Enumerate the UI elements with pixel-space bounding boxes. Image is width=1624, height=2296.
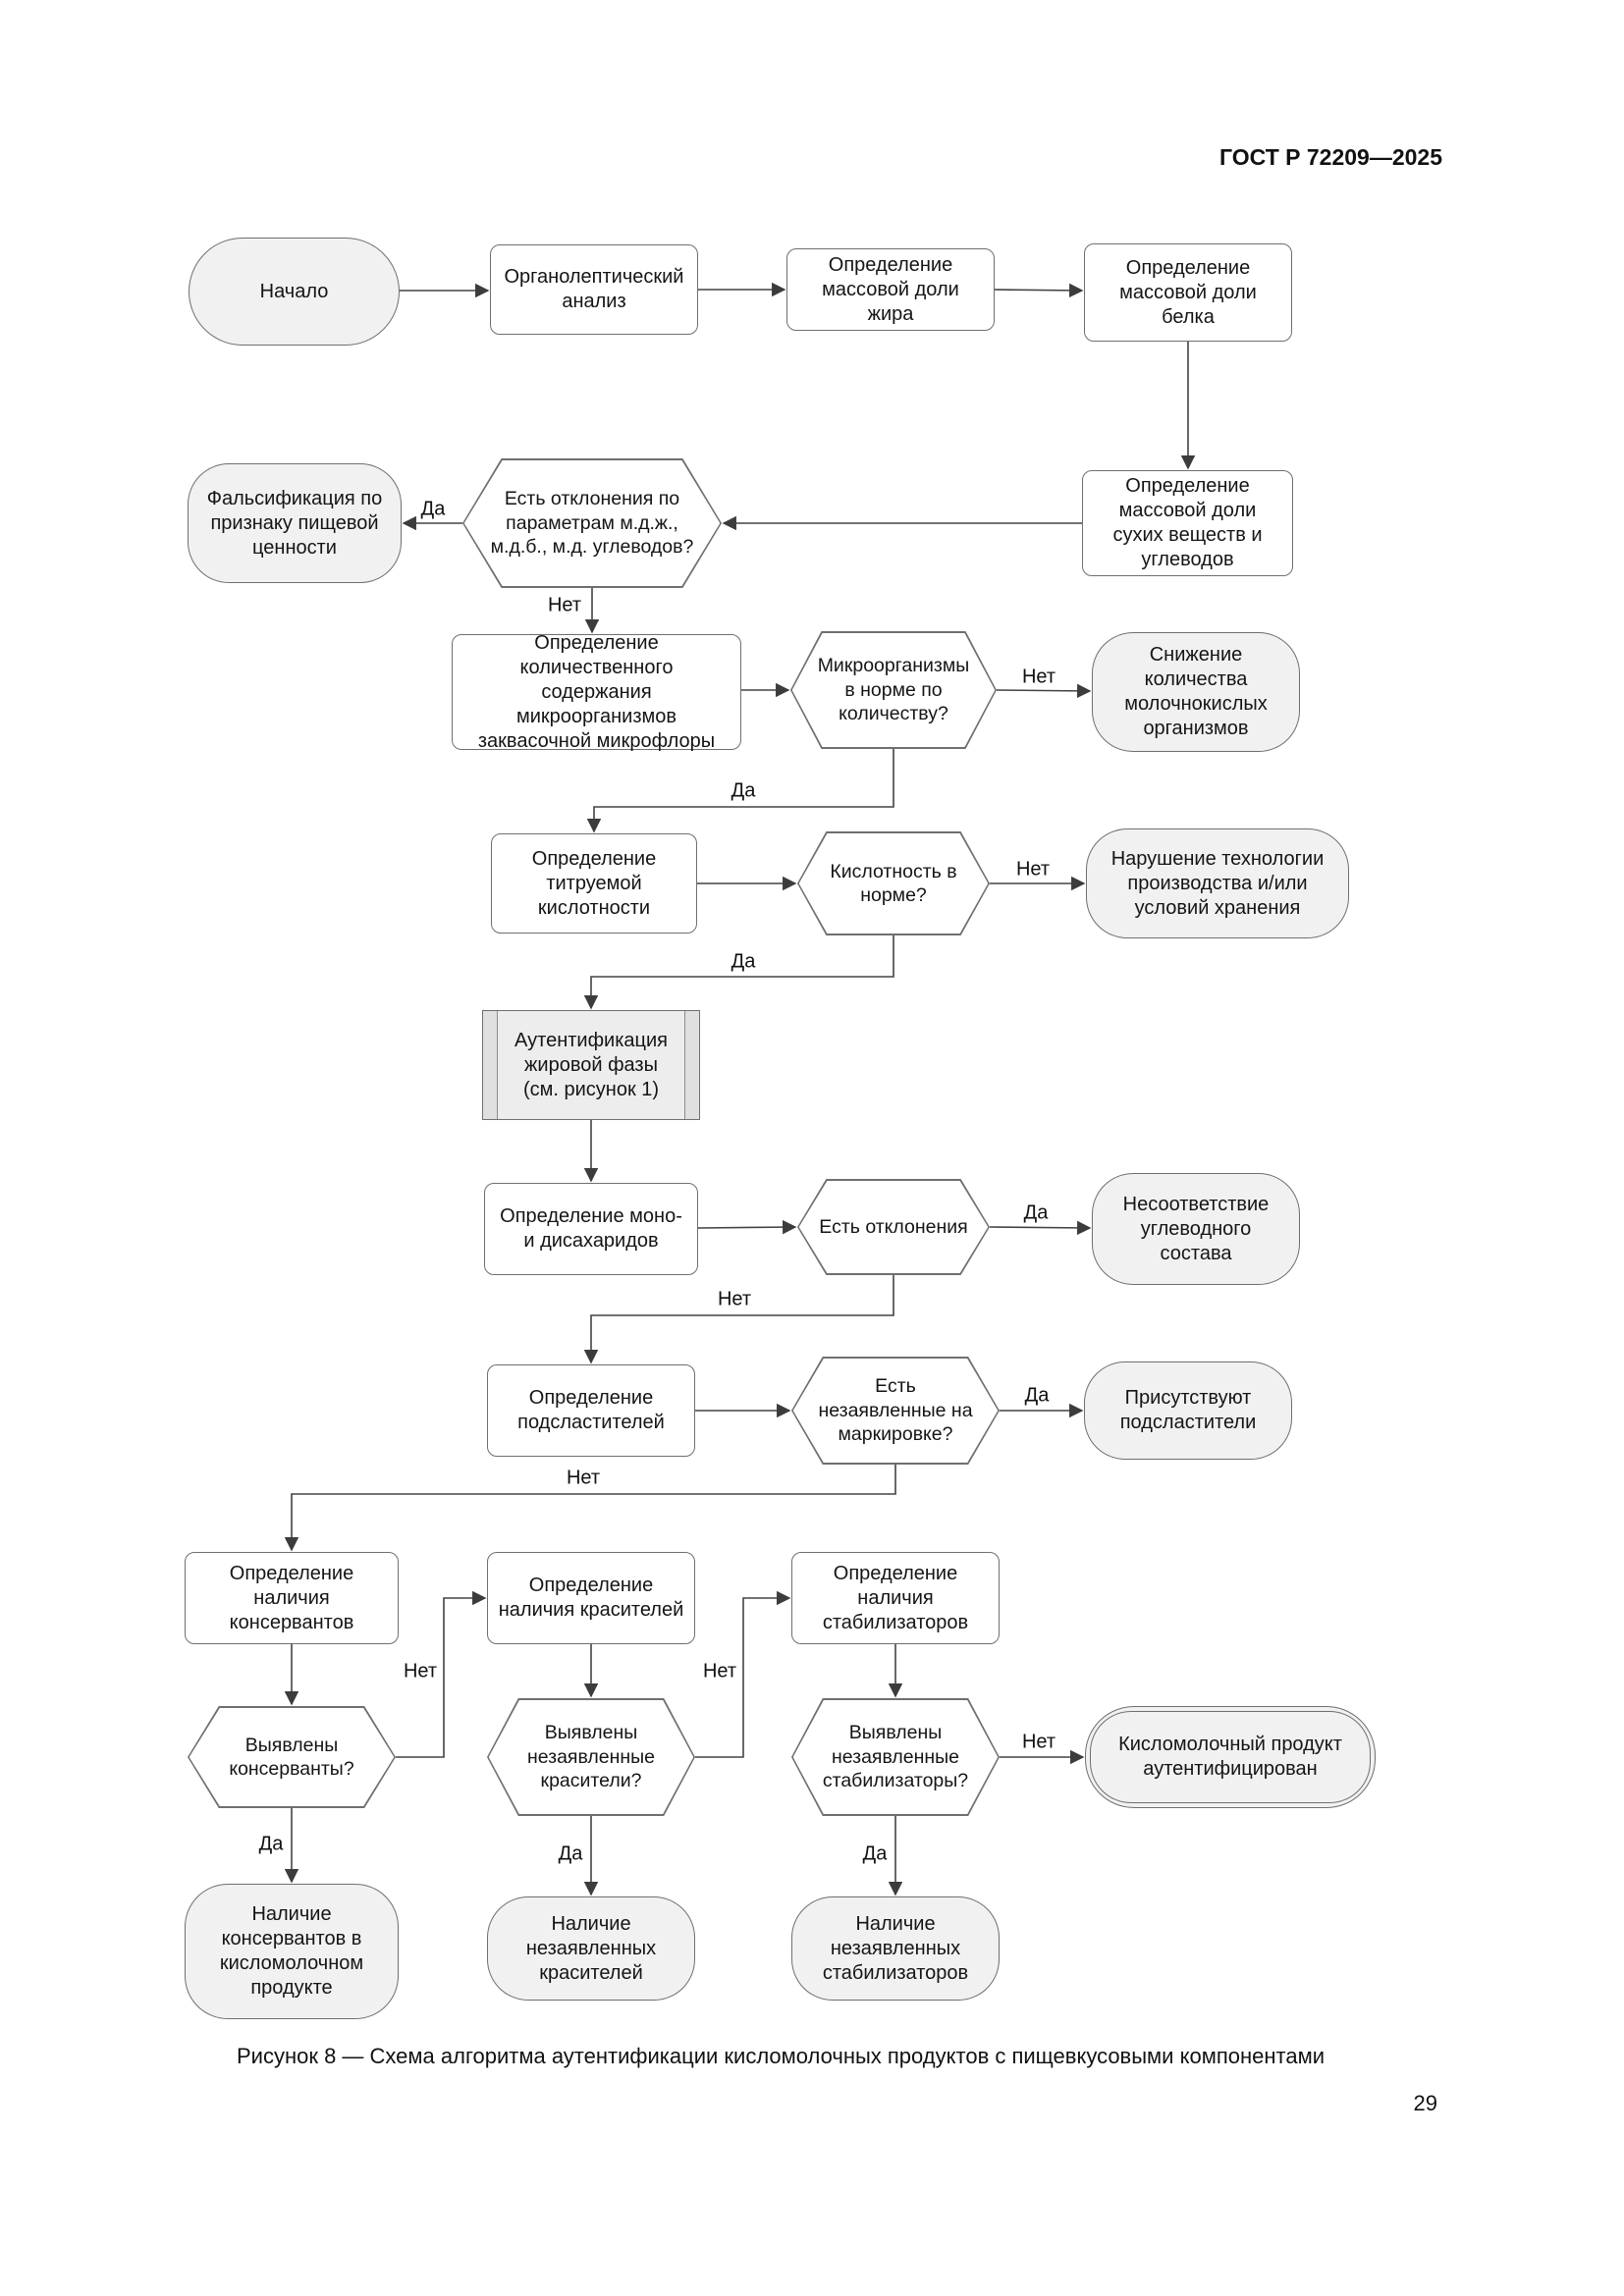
- edge-microdecision-reduction: [996, 683, 1092, 699]
- node-label: Наличие незаявленных красителей: [525, 1912, 657, 1984]
- node-sugars: Определение моно- и дисахаридов: [484, 1183, 698, 1275]
- hexagon-shape: Микроорганизмы в норме по количеству?: [791, 632, 996, 748]
- node-label: Определение моно- и дисахаридов: [500, 1205, 682, 1252]
- node-sugars-decision: Есть отклонения: [797, 1179, 990, 1275]
- edge-label-yes: Да: [558, 1842, 583, 1865]
- node-label: Наличие незаявленных стабилизаторов: [822, 1912, 969, 1984]
- node-authenticated: Кисломолочный продукт аутентифицирован: [1085, 1706, 1376, 1808]
- node-tech-violation: Нарушение технологии производства и/или …: [1086, 828, 1349, 938]
- node-preservatives: Определение наличия консервантов: [185, 1552, 399, 1644]
- edge-microdecision-acidity: [586, 749, 894, 833]
- hexagon-shape: Есть отклонения по параметрам м.д.ж., м.…: [463, 459, 721, 587]
- edge-aciditydecision-fatauth: [583, 935, 894, 1010]
- node-organoleptic: Органолептический анализ: [490, 244, 698, 335]
- figure-caption: Рисунок 8 — Схема алгоритма аутентификац…: [237, 2044, 1325, 2068]
- node-label: Выявлены консерванты?: [229, 1734, 354, 1780]
- node-label: Фальсификация по признаку пищевой ценнос…: [206, 487, 383, 559]
- node-label: Определение наличия консервантов: [229, 1562, 354, 1633]
- node-label: Есть отклонения: [819, 1215, 968, 1238]
- node-label: Начало: [259, 280, 329, 302]
- hexagon-shape: Кислотность в норме?: [798, 832, 989, 934]
- node-deviation-decision: Есть отклонения по параметрам м.д.ж., м.…: [462, 458, 722, 588]
- node-label: Несоответствие углеводного состава: [1122, 1193, 1270, 1264]
- node-label: Определение титруемой кислотности: [531, 847, 657, 919]
- edge-label-no: Нет: [1021, 666, 1056, 688]
- node-label: Нарушение технологии производства и/или …: [1110, 847, 1325, 919]
- node-label: Определение массовой доли жира: [822, 253, 959, 325]
- hexagon-shape: Выявлены незаявленные стабилизаторы?: [792, 1699, 999, 1815]
- node-preservatives-decision: Выявлены консерванты?: [188, 1706, 396, 1808]
- node-label: Определение наличия стабилизаторов: [822, 1562, 969, 1633]
- node-label: Снижение количества молочнокислых органи…: [1124, 644, 1268, 739]
- node-dyes-found: Наличие незаявленных красителей: [487, 1896, 695, 2001]
- page-number: 29: [1413, 2091, 1437, 2115]
- node-solids-carbs: Определение массовой доли сухих веществ …: [1082, 470, 1293, 576]
- node-label: Присутствуют подсластители: [1119, 1387, 1257, 1433]
- node-label: Есть отклонения по параметрам м.д.ж., м.…: [490, 488, 694, 559]
- node-dyes: Определение наличия красителей: [487, 1552, 695, 1644]
- node-label: Определение подсластителей: [517, 1387, 665, 1433]
- edge-label-no: Нет: [403, 1660, 438, 1682]
- node-label: Выявлены незаявленные стабилизаторы?: [822, 1722, 969, 1792]
- edge-preservativesdecision-dyes: [396, 1590, 487, 1758]
- node-label: Органолептический анализ: [504, 266, 684, 312]
- node-stabilizers: Определение наличия стабилизаторов: [791, 1552, 1000, 1644]
- node-carb-mismatch: Несоответствие углеводного состава: [1092, 1173, 1300, 1285]
- edge-label-yes: Да: [731, 950, 756, 973]
- node-label: Кисломолочный продукт аутентифицирован: [1118, 1734, 1342, 1780]
- edge-sugarsdecision-mismatch: [989, 1220, 1092, 1236]
- edge-label-yes: Да: [731, 779, 756, 802]
- edge-label-yes: Да: [862, 1842, 888, 1865]
- edge-sweetenersdecision-preservatives: [284, 1465, 896, 1552]
- node-stabilizers-decision: Выявлены незаявленные стабилизаторы?: [791, 1698, 1000, 1816]
- node-sweeteners: Определение подсластителей: [487, 1364, 695, 1457]
- edge-label-no: Нет: [1021, 1731, 1056, 1753]
- node-preservatives-found: Наличие консервантов в кисломолочном про…: [185, 1884, 399, 2019]
- node-label: Наличие консервантов в кисломолочном про…: [219, 1903, 364, 1999]
- edge-label-yes: Да: [420, 498, 446, 520]
- node-label: Определение количественного содержания м…: [477, 631, 716, 752]
- edge-label-no: Нет: [702, 1660, 737, 1682]
- edge-label-yes: Да: [1023, 1201, 1049, 1224]
- node-micro-reduction: Снижение количества молочнокислых органи…: [1092, 632, 1300, 752]
- document-header: ГОСТ Р 72209—2025: [1219, 144, 1442, 170]
- node-falsification: Фальсификация по признаку пищевой ценнос…: [188, 463, 402, 583]
- node-fat-mass: Определение массовой доли жира: [786, 248, 995, 331]
- node-micro-count: Определение количественного содержания м…: [452, 632, 741, 752]
- node-label: Определение массовой доли белка: [1119, 256, 1257, 328]
- node-start: Начало: [189, 238, 400, 346]
- node-label: Определение наличия красителей: [498, 1575, 684, 1621]
- node-label: Кислотность в норме?: [830, 860, 957, 906]
- node-micro-decision: Микроорганизмы в норме по количеству?: [790, 631, 997, 749]
- hexagon-shape: Есть отклонения: [798, 1180, 989, 1274]
- node-dyes-decision: Выявлены незаявленные красители?: [487, 1698, 695, 1816]
- node-protein-mass: Определение массовой доли белка: [1084, 243, 1292, 342]
- edge-sugars-sugarsdecision: [697, 1219, 797, 1235]
- node-label: Определение массовой доли сухих веществ …: [1112, 475, 1263, 570]
- edge-label-no: Нет: [717, 1288, 752, 1310]
- edge-sugarsdecision-sweeteners: [583, 1275, 894, 1364]
- node-label: Микроорганизмы в норме по количеству?: [817, 655, 970, 725]
- node-sweeteners-decision: Есть незаявленные на маркировке?: [791, 1357, 1000, 1465]
- edge-label-no: Нет: [566, 1467, 601, 1489]
- edge-label-no: Нет: [547, 594, 582, 616]
- hexagon-shape: Выявлены консерванты?: [189, 1707, 395, 1807]
- node-sweeteners-present: Присутствуют подсластители: [1084, 1362, 1292, 1460]
- node-stabilizers-found: Наличие незаявленных стабилизаторов: [791, 1896, 1000, 2001]
- node-label: Есть незаявленные на маркировке?: [818, 1375, 973, 1446]
- edge-label-no: Нет: [1015, 858, 1051, 881]
- node-acidity: Определение титруемой кислотности: [491, 833, 697, 934]
- node-acidity-decision: Кислотность в норме?: [797, 831, 990, 935]
- edge-label-yes: Да: [258, 1833, 284, 1855]
- node-label: Аутентификация жировой фазы (см. рисунок…: [514, 1029, 668, 1100]
- node-label: Выявлены незаявленные красители?: [526, 1722, 656, 1792]
- edge-dyesdecision-stabilizers: [695, 1590, 791, 1758]
- node-fat-auth: Аутентификация жировой фазы (см. рисунок…: [482, 1010, 700, 1120]
- hexagon-shape: Есть незаявленные на маркировке?: [792, 1358, 999, 1464]
- edge-fat-protein: [994, 283, 1084, 298]
- hexagon-shape: Выявлены незаявленные красители?: [488, 1699, 694, 1815]
- edge-label-yes: Да: [1024, 1384, 1050, 1407]
